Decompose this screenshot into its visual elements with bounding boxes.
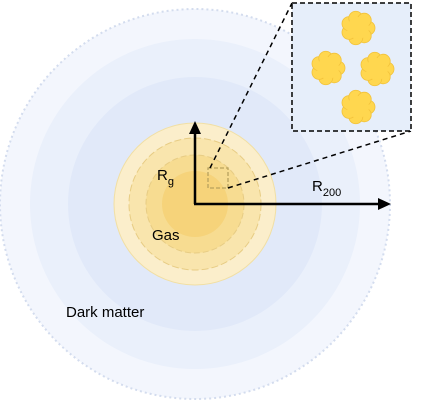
r200-arrowhead bbox=[378, 198, 391, 210]
zoom-connector-upper bbox=[209, 2, 293, 169]
clump-core bbox=[317, 57, 339, 79]
r200-label: R200 bbox=[312, 178, 341, 199]
gas-clump bbox=[311, 50, 346, 86]
r200-label-subscript: 200 bbox=[323, 187, 341, 199]
rg-label-subscript: g bbox=[168, 176, 174, 188]
gas-clump bbox=[341, 89, 376, 125]
rg-arrowhead bbox=[189, 121, 201, 134]
gas-label: Gas bbox=[152, 227, 180, 244]
r200-label-main: R bbox=[312, 178, 323, 195]
zoom-connector-lower bbox=[227, 130, 412, 189]
clump-core bbox=[366, 58, 388, 80]
rg-label-main: R bbox=[157, 167, 168, 184]
dark-matter-label: Dark matter bbox=[66, 304, 144, 321]
gas-clump bbox=[341, 10, 376, 46]
gas-clump bbox=[360, 51, 395, 87]
clump-core bbox=[347, 96, 369, 118]
radius-arrows bbox=[189, 121, 391, 210]
clump-core bbox=[347, 17, 369, 39]
rg-label: Rg bbox=[157, 167, 174, 188]
zoom-inset bbox=[291, 2, 412, 132]
zoom-selection-box bbox=[207, 167, 229, 189]
